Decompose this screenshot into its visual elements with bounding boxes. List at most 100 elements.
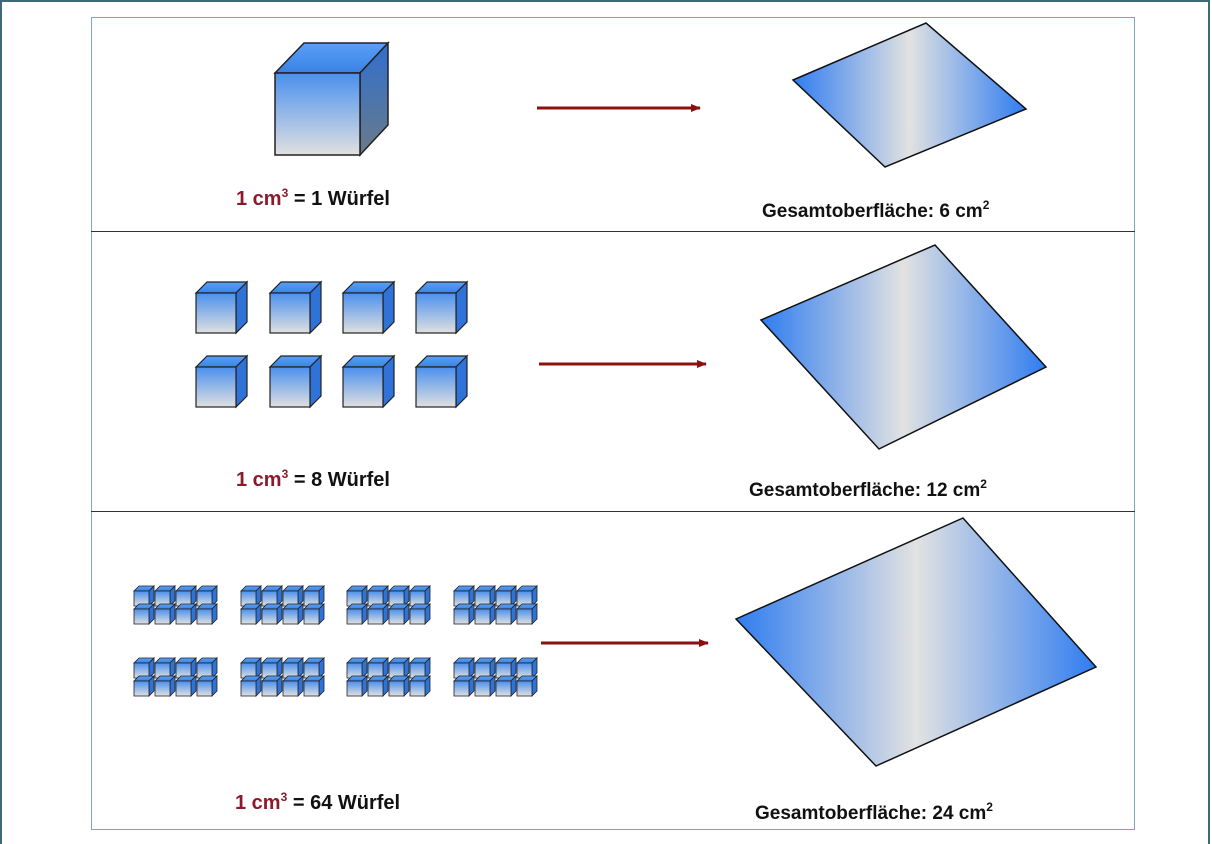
volume-unit: 1 cm [235, 792, 281, 814]
small-cube [516, 675, 538, 697]
small-cube [516, 585, 538, 607]
small-cube [196, 675, 218, 697]
small-cube [346, 585, 368, 607]
small-cube [175, 657, 197, 679]
surface-label-2: Gesamtoberfläche: 12 cm2 [749, 477, 987, 502]
small-cube [303, 585, 325, 607]
small-cube [261, 675, 283, 697]
cube-count-text: = 8 Würfel [288, 469, 390, 491]
small-cube [474, 675, 496, 697]
small-cube [303, 603, 325, 625]
small-cube [303, 675, 325, 697]
volume-exponent: 3 [280, 790, 288, 804]
small-cube [154, 657, 176, 679]
small-cube [282, 585, 304, 607]
small-cube [453, 603, 475, 625]
small-cube [409, 657, 431, 679]
cube-count-text: = 64 Würfel [287, 792, 401, 814]
volume-exponent: 3 [281, 186, 289, 200]
small-cube [196, 585, 218, 607]
area-exponent: 2 [986, 800, 993, 814]
small-cube [341, 280, 396, 335]
small-cube [268, 354, 323, 409]
small-cube [282, 675, 304, 697]
small-cube [133, 675, 155, 697]
cube-single [273, 41, 390, 157]
small-cube [282, 657, 304, 679]
small-cube [453, 675, 475, 697]
small-cube [341, 354, 396, 409]
small-cube [409, 675, 431, 697]
small-cube [367, 585, 389, 607]
small-cube [516, 657, 538, 679]
small-cube [154, 603, 176, 625]
small-cube [240, 675, 262, 697]
surface-text: Gesamtoberfläche: 24 cm [755, 803, 987, 824]
volume-label-3: 1 cm3 = 64 Würfel [235, 790, 400, 815]
small-cube [367, 603, 389, 625]
small-cube [495, 603, 517, 625]
small-cube [303, 657, 325, 679]
surface-sheet-medium [759, 244, 1048, 450]
small-cube [495, 675, 517, 697]
row-divider-1 [91, 231, 1135, 232]
small-cube [282, 603, 304, 625]
small-cube [268, 280, 323, 335]
small-cube [196, 657, 218, 679]
small-cube [516, 603, 538, 625]
small-cube [194, 280, 249, 335]
small-cube [474, 603, 496, 625]
small-cube [194, 354, 249, 409]
small-cube [409, 585, 431, 607]
area-exponent: 2 [980, 477, 987, 491]
row-divider-2 [91, 511, 1135, 512]
volume-label-1: 1 cm3 = 1 Würfel [236, 186, 390, 211]
area-exponent: 2 [982, 198, 990, 212]
volume-unit: 1 cm [236, 469, 282, 491]
small-cube [133, 603, 155, 625]
small-cube [154, 675, 176, 697]
small-cube [409, 603, 431, 625]
small-cube [346, 657, 368, 679]
small-cube [495, 657, 517, 679]
diagram-panel [91, 17, 1135, 830]
small-cube [133, 657, 155, 679]
volume-exponent: 3 [281, 467, 289, 481]
small-cube [367, 657, 389, 679]
small-cube [261, 585, 283, 607]
small-cube [154, 585, 176, 607]
small-cube [388, 603, 410, 625]
small-cube [240, 585, 262, 607]
volume-label-2: 1 cm3 = 8 Würfel [236, 467, 390, 492]
small-cube [495, 585, 517, 607]
small-cube [414, 354, 469, 409]
small-cube [453, 657, 475, 679]
small-cube [388, 675, 410, 697]
small-cube [175, 675, 197, 697]
small-cube [346, 603, 368, 625]
small-cube [261, 657, 283, 679]
small-cube [453, 585, 475, 607]
small-cube [175, 585, 197, 607]
small-cube [196, 603, 218, 625]
small-cube [240, 657, 262, 679]
small-cube [261, 603, 283, 625]
small-cube [474, 585, 496, 607]
volume-unit: 1 cm [236, 188, 282, 210]
surface-text: Gesamtoberfläche: 12 cm [749, 480, 981, 501]
small-cube [346, 675, 368, 697]
small-cube [133, 585, 155, 607]
small-cube [240, 603, 262, 625]
cubes-sixty-four [133, 585, 538, 697]
small-cube [414, 280, 469, 335]
cube-count-text: = 1 Würfel [288, 188, 390, 210]
small-cube [388, 585, 410, 607]
small-cube [388, 657, 410, 679]
small-cube [367, 675, 389, 697]
surface-label-3: Gesamtoberfläche: 24 cm2 [755, 800, 993, 825]
small-cube [474, 657, 496, 679]
surface-text: Gesamtoberfläche: 6 cm [762, 201, 983, 222]
surface-sheet-small [791, 22, 1028, 168]
